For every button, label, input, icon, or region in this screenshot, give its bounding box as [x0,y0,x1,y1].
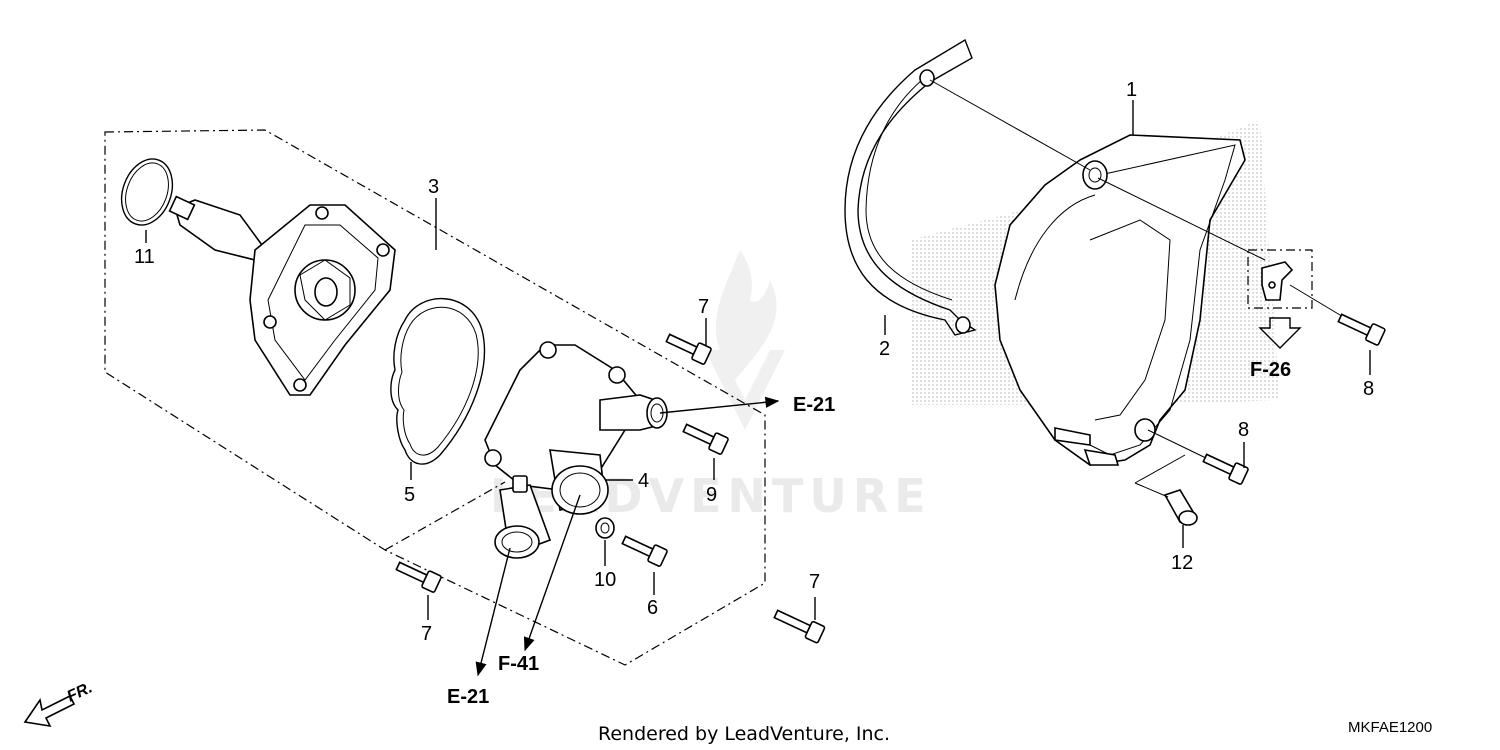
assembly-outline-inner [384,481,506,551]
callout-7-top: 7 [698,296,709,318]
arrow-f41 [523,494,581,652]
assembly-outline [104,129,766,666]
cover-gasket-2-inner [865,74,953,301]
ref-e21-bottom[interactable]: E-21 [447,686,489,708]
callout-7-left: 7 [421,623,432,645]
callout-5: 5 [404,484,415,506]
side-cover-1 [994,134,1246,466]
callout-7-right: 7 [809,571,820,593]
collar-12 [1163,489,1198,526]
pump-cover-4 [484,341,668,559]
gasket-hole-bottom [955,316,971,334]
bracket-hole [1268,281,1276,289]
alignment-line-6 [1134,482,1169,498]
bolt-7-right [773,609,826,644]
callout-12: 12 [1171,552,1193,574]
bolt-8-lower [1202,453,1249,485]
ref-f41[interactable]: F-41 [498,653,539,675]
o-ring-11 [120,158,174,226]
alignment-line-3 [1147,429,1211,461]
callout-6: 6 [647,597,658,619]
callout-10: 10 [594,569,616,591]
water-pump-3 [168,195,396,396]
callout-8-right: 8 [1363,378,1374,400]
diagram-code: MKFAE1200 [1348,719,1432,736]
o-ring-11-inner [125,162,169,222]
bracket-box [1247,249,1313,309]
callout-9: 9 [706,484,717,506]
gasket-hole-top [919,69,935,87]
ref-f26[interactable]: F-26 [1250,359,1291,381]
footer-credit: Rendered by LeadVenture, Inc. [598,723,890,745]
callout-1: 1 [1126,79,1137,101]
bolt-6 [621,535,668,567]
bolt-8-right [1337,313,1386,346]
callout-11: 11 [134,246,155,268]
arrow-e21-bottom [475,547,511,677]
bolt-9 [682,423,729,455]
callout-2: 2 [879,338,890,360]
alignment-line-1 [929,79,1091,171]
bolt-7-top [665,333,712,365]
callout-8-lower: 8 [1238,419,1249,441]
callout-3: 3 [428,176,439,198]
washer-10 [595,517,615,539]
bracket [1261,261,1294,301]
front-direction-label: FR. [65,679,96,705]
alignment-line-2 [1097,177,1266,261]
ref-e21-top[interactable]: E-21 [793,394,835,416]
arrow-e21-top [659,396,780,414]
gasket-5-inner [398,306,479,456]
gasket-5 [390,298,486,465]
front-direction-arrow [23,694,76,728]
callout-4: 4 [638,470,649,492]
bolt-7-left [395,561,442,593]
alignment-line-5 [1134,454,1186,484]
arrow-f26 [1258,317,1302,349]
alignment-line-4 [1289,284,1346,319]
